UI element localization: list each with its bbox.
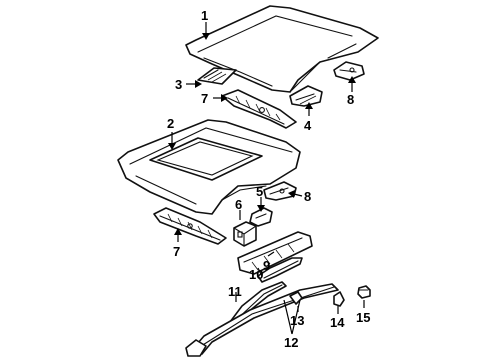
- retainer-15: [357, 285, 371, 299]
- callout-14: 14: [330, 315, 345, 330]
- callout-2: 2: [167, 116, 174, 131]
- callout-13: 13: [290, 313, 304, 328]
- callout-15: 15: [356, 310, 370, 325]
- callout-10: 10: [249, 267, 263, 282]
- retainer-block: [233, 221, 257, 247]
- front-header-rail: [197, 67, 237, 85]
- callout-5: 5: [256, 184, 263, 199]
- callout-8-lower: 8: [304, 189, 311, 204]
- callout-12: 12: [284, 335, 298, 350]
- rear-bracket-upper: [333, 61, 365, 81]
- callout-3: 3: [175, 77, 182, 92]
- callout-labels: 1 3 7 8 4 2 8 5 6 7 9 10 11 13 12 14 15: [167, 8, 370, 350]
- roof-bow-lower: [153, 207, 227, 245]
- center-bracket: [289, 85, 323, 107]
- rear-bracket-lower: [263, 181, 297, 201]
- callout-4: 4: [304, 118, 312, 133]
- small-bracket: [249, 207, 273, 227]
- roof-bow-upper: [221, 89, 297, 129]
- callout-9: 9: [263, 258, 270, 273]
- roof-panel-sunroof: [117, 119, 301, 215]
- callout-6: 6: [235, 197, 242, 212]
- callout-1: 1: [201, 8, 208, 23]
- leader-lines: [168, 22, 365, 335]
- callout-8-upper: 8: [347, 92, 354, 107]
- callout-7-lower: 7: [173, 244, 180, 259]
- center-channel: [237, 231, 313, 275]
- end-clip: [333, 291, 345, 307]
- drip-molding-short: [257, 257, 303, 283]
- molding-clip: [289, 291, 303, 305]
- callout-11: 11: [228, 284, 242, 299]
- side-molding-long: [185, 283, 339, 357]
- callout-7-upper: 7: [201, 91, 208, 106]
